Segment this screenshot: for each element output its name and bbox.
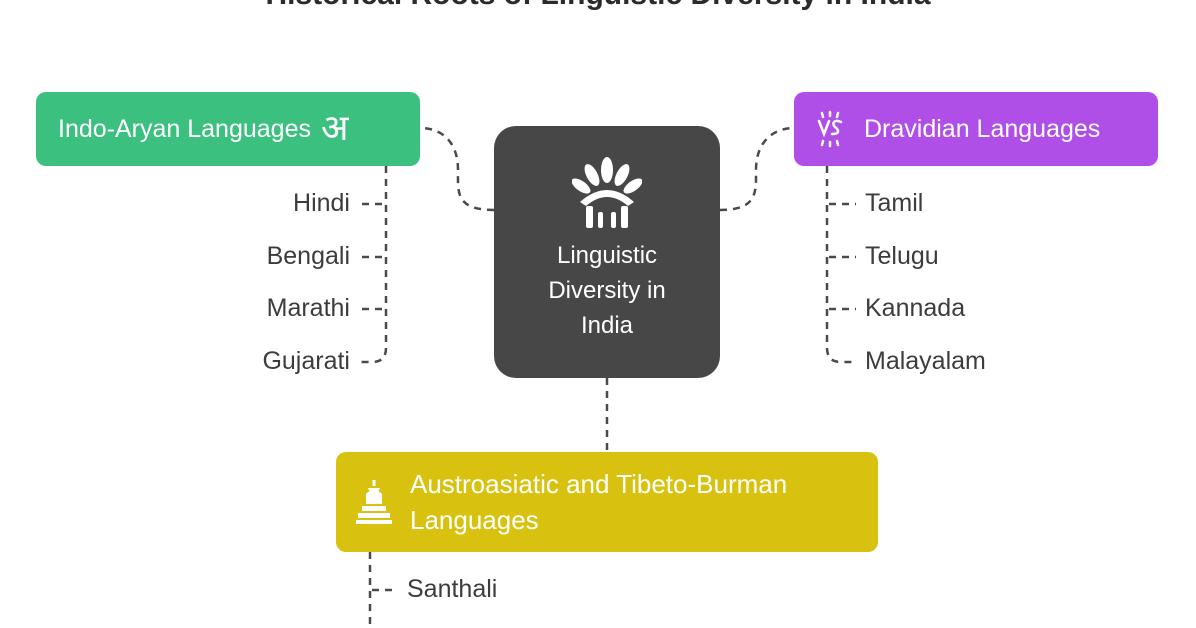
list-item-kannada: Kannada [865, 294, 966, 322]
central-topic-line-2: Diversity in [548, 277, 666, 304]
list-item-gujarati: Gujarati [262, 347, 350, 375]
list-item-malayalam: Malayalam [865, 347, 986, 375]
indo-aryan-node: Indo-Aryan Languages अ [36, 92, 420, 166]
connector-center-dravidian [719, 126, 795, 212]
dravidian-list-spine [825, 166, 856, 364]
diagram-title: Historical Roots of Linguistic Diversity… [0, 0, 1196, 12]
list-item-telugu: Telugu [865, 242, 939, 270]
list-item-santhali: Santhali [407, 575, 498, 603]
list-item-marathi: Marathi [266, 294, 350, 322]
dravidian-label: Dravidian Languages [864, 114, 1101, 143]
list-item-hindi: Hindi [293, 189, 350, 217]
connector-center-indo-aryan [419, 126, 495, 212]
feather-headdress-icon [572, 157, 642, 228]
dravidian-node: Dravidian Languages [794, 92, 1158, 166]
central-topic-label: Linguistic Diversity in India [494, 238, 720, 343]
austro-tibeto-node: Austroasiatic and Tibeto-Burman Language… [336, 452, 878, 552]
central-topic-line-3: India [580, 312, 634, 339]
devanagari-letter-a-icon: अ [320, 108, 349, 149]
indo-aryan-list-spine [358, 166, 388, 364]
list-item-bengali: Bengali [266, 242, 350, 270]
central-topic-line-1: Linguistic [556, 242, 658, 269]
stupa-icon [356, 480, 392, 524]
austro-tibeto-label: Austroasiatic and Tibeto-Burman Language… [410, 469, 788, 535]
central-topic-node: Linguistic Diversity in India [494, 126, 720, 378]
list-item-tamil: Tamil [865, 189, 924, 217]
versus-icon [817, 110, 843, 148]
indo-aryan-label: Indo-Aryan Languages [58, 114, 311, 143]
